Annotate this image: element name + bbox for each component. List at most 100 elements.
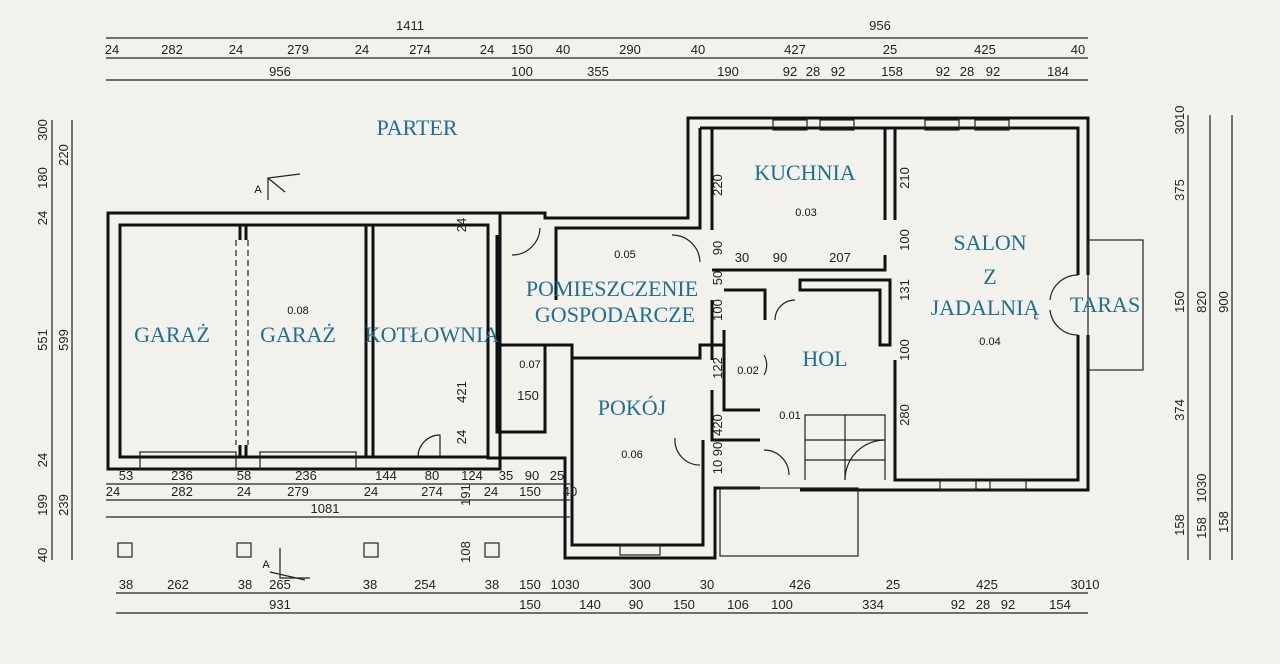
dimension-label: 300 (629, 577, 651, 592)
dimension-label: 140 (579, 597, 601, 612)
dimension-label: 24 (454, 218, 469, 232)
dimension-label: 150 (673, 597, 695, 612)
dimension-label: 158 (1172, 514, 1187, 536)
dimension-label: 90 (525, 468, 539, 483)
room-name-label: KUCHNIA (754, 160, 856, 185)
dimension-label: 150 (517, 388, 539, 403)
dimension-label: 24 (237, 484, 251, 499)
dimension-label: 375 (1172, 179, 1187, 201)
dimension-label: 100 (511, 64, 533, 79)
dimension-label: 92 (783, 64, 797, 79)
dimension-label: 92 (986, 64, 1000, 79)
dimension-label: 38 (485, 577, 499, 592)
room-number-label: 0.01 (779, 410, 800, 422)
dimension-label: 265 (269, 577, 291, 592)
dimension-label: 420 (710, 414, 725, 436)
room-name-label: JADALNIĄ (931, 295, 1040, 320)
floor-title: PARTER (376, 115, 457, 140)
dimension-label: 279 (287, 484, 309, 499)
dimension-label: 50 (710, 271, 725, 285)
dimension-label: 931 (269, 597, 291, 612)
dimension-label: 3010 (1071, 577, 1100, 592)
room-name-label: GARAŻ (134, 322, 210, 347)
dimension-label: 158 (1216, 511, 1231, 533)
dimension-label: 24 (364, 484, 378, 499)
section-marker-label: A (262, 559, 270, 571)
dimension-label: 150 (519, 597, 541, 612)
dimension-label: 551 (35, 329, 50, 351)
dimension-label: 426 (789, 577, 811, 592)
dimension-label: 956 (869, 18, 891, 33)
section-marker-bottom: A (262, 548, 310, 581)
dimension-label: 184 (1047, 64, 1069, 79)
dimension-label: 180 (35, 167, 50, 189)
room-number-label: 0.05 (614, 249, 635, 261)
dimension-label: 158 (881, 64, 903, 79)
dimension-label: 58 (237, 468, 251, 483)
dimension-label: 30 (735, 250, 749, 265)
dimension-label: 290 (619, 42, 641, 57)
dimension-label: 24 (106, 484, 120, 499)
dimension-label: 25 (886, 577, 900, 592)
dimension-label: 279 (287, 42, 309, 57)
dimension-label: 427 (784, 42, 806, 57)
dimension-label: 254 (414, 577, 436, 592)
dimension-label: 154 (1049, 597, 1071, 612)
dimension-label: 100 (771, 597, 793, 612)
dimension-label: 25 (883, 42, 897, 57)
dimension-label: 236 (295, 468, 317, 483)
dimension-label: 190 (717, 64, 739, 79)
dimension-label: 92 (831, 64, 845, 79)
dimension-label: 144 (375, 468, 397, 483)
walls (106, 116, 1144, 560)
dimension-label: 374 (1172, 399, 1187, 421)
dimension-label: 820 (1194, 291, 1209, 313)
room-name-label: Z (983, 264, 996, 289)
room-name-label: TARAS (1070, 292, 1140, 317)
dimension-label: 150 (519, 577, 541, 592)
dimension-label: 40 (556, 42, 570, 57)
dimension-label: 24 (229, 42, 243, 57)
dimension-label: 100 (710, 299, 725, 321)
dimension-label: 150 (511, 42, 533, 57)
dimension-label: 900 (1216, 291, 1231, 313)
dimension-label: 28 (806, 64, 820, 79)
dimension-label: 210 (897, 167, 912, 189)
dimension-label: 421 (454, 381, 469, 403)
dimension-label: 150 (1172, 291, 1187, 313)
dimension-label: 355 (587, 64, 609, 79)
dimension-label: 24 (454, 430, 469, 444)
section-marker-label: A (254, 184, 262, 196)
dimension-label: 90 (773, 250, 787, 265)
dimension-label: 282 (171, 484, 193, 499)
dimension-label: 40 (691, 42, 705, 57)
dimension-label: 124 (461, 468, 483, 483)
room-name-label: GOSPODARCZE (535, 302, 695, 327)
dimension-label: 40 (563, 484, 577, 499)
dimension-label: 92 (1001, 597, 1015, 612)
room-number-label: 0.07 (519, 359, 540, 371)
dimension-label: 40 (35, 548, 50, 562)
dimension-label: 24 (35, 211, 50, 225)
dimension-label: 425 (974, 42, 996, 57)
dimension-lines (51, 37, 1233, 614)
dimension-label: 274 (409, 42, 431, 57)
dimension-label: 38 (363, 577, 377, 592)
dimension-label: 334 (862, 597, 884, 612)
dimension-label: 220 (56, 144, 71, 166)
room-number-label: 0.02 (737, 365, 758, 377)
dimension-label: 239 (56, 494, 71, 516)
dimension-label: 207 (829, 250, 851, 265)
dimension-label: 262 (167, 577, 189, 592)
dimension-label: 28 (976, 597, 990, 612)
dimension-label: 24 (484, 484, 498, 499)
dimension-label: 3010 (1172, 106, 1187, 135)
room-name-label: SALON (953, 230, 1026, 255)
dimension-label: 100 (897, 229, 912, 251)
dimension-label: 90 (710, 241, 725, 255)
dimension-label: 40 (1071, 42, 1085, 57)
dimension-label: 280 (897, 404, 912, 426)
